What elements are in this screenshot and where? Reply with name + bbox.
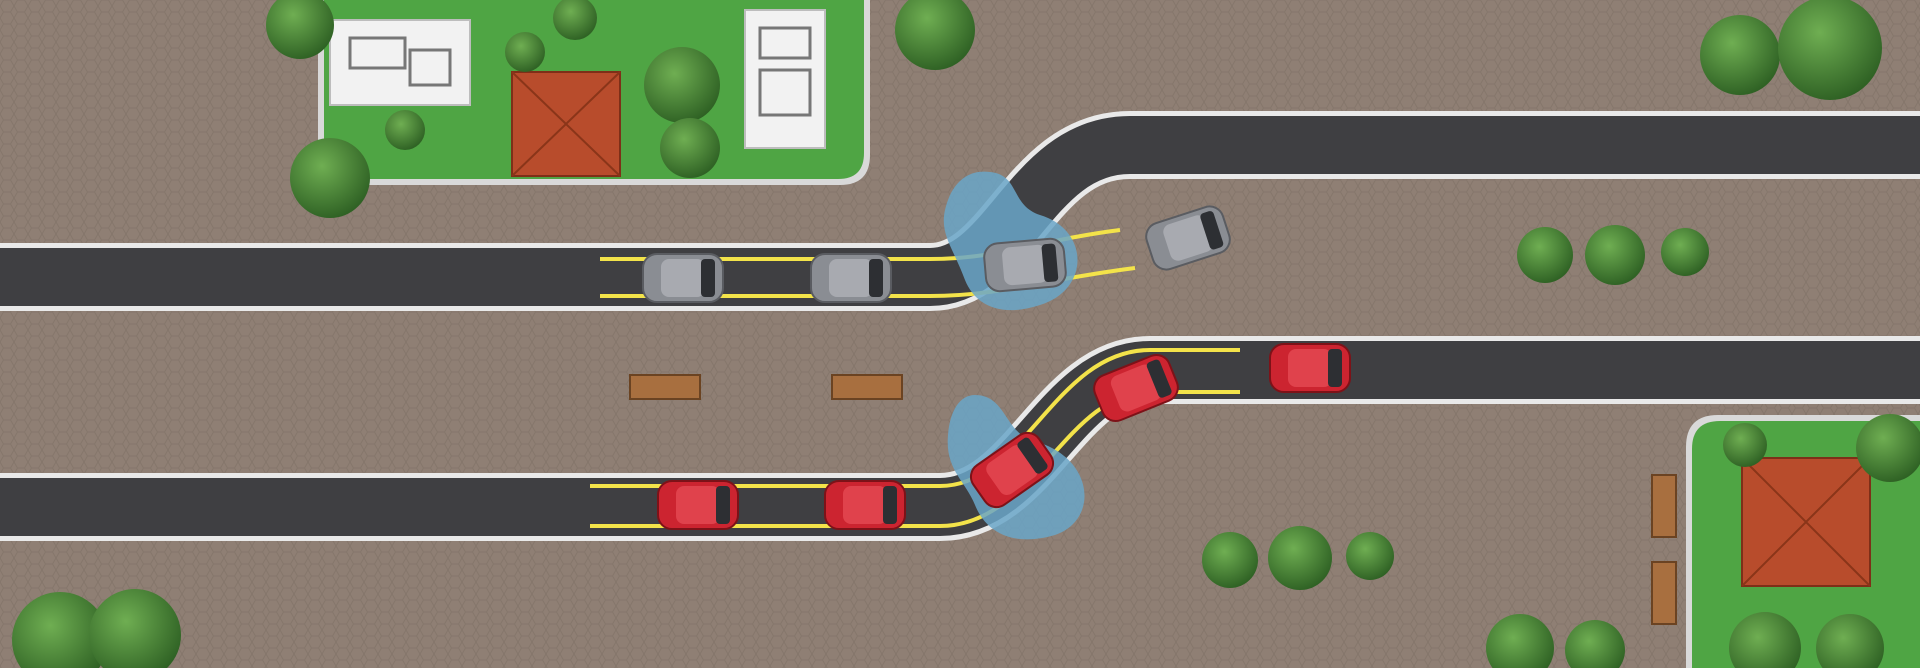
tree (644, 47, 720, 123)
tree (1486, 614, 1554, 668)
tree (1729, 612, 1801, 668)
tree (1565, 620, 1625, 668)
tree (1723, 423, 1767, 467)
tree (89, 589, 181, 668)
tree (1585, 225, 1645, 285)
tree (266, 0, 334, 59)
red-car-1 (657, 480, 739, 530)
red-roof-house-1 (511, 71, 621, 177)
red-car-2 (824, 480, 906, 530)
tree (553, 0, 597, 40)
gray-car-3 (983, 237, 1067, 293)
gray-car-4 (1145, 205, 1231, 271)
red-car-5 (1269, 343, 1351, 393)
tree (1268, 526, 1332, 590)
tree (1816, 614, 1884, 668)
tree (1778, 0, 1882, 100)
bench-4 (1651, 561, 1677, 625)
gray-car-1 (642, 253, 724, 303)
white-house-1 (329, 19, 471, 106)
tree (12, 592, 108, 668)
benches (629, 374, 1677, 625)
bench-3 (1651, 474, 1677, 538)
white-house-2 (744, 9, 826, 149)
tree (660, 118, 720, 178)
tree (1517, 227, 1573, 283)
tree (385, 110, 425, 150)
tree (505, 32, 545, 72)
red-car-4 (1093, 353, 1179, 423)
bench-2 (831, 374, 903, 400)
red-car-3 (969, 431, 1055, 509)
red-roof-house-2 (1741, 457, 1871, 587)
tree (1346, 532, 1394, 580)
tree (895, 0, 975, 70)
trees (12, 0, 1920, 668)
gray-car-2 (810, 253, 892, 303)
tree (1856, 414, 1920, 482)
tree (1700, 15, 1780, 95)
bench-1 (629, 374, 701, 400)
tree (1202, 532, 1258, 588)
tree (290, 138, 370, 218)
tree (1661, 228, 1709, 276)
